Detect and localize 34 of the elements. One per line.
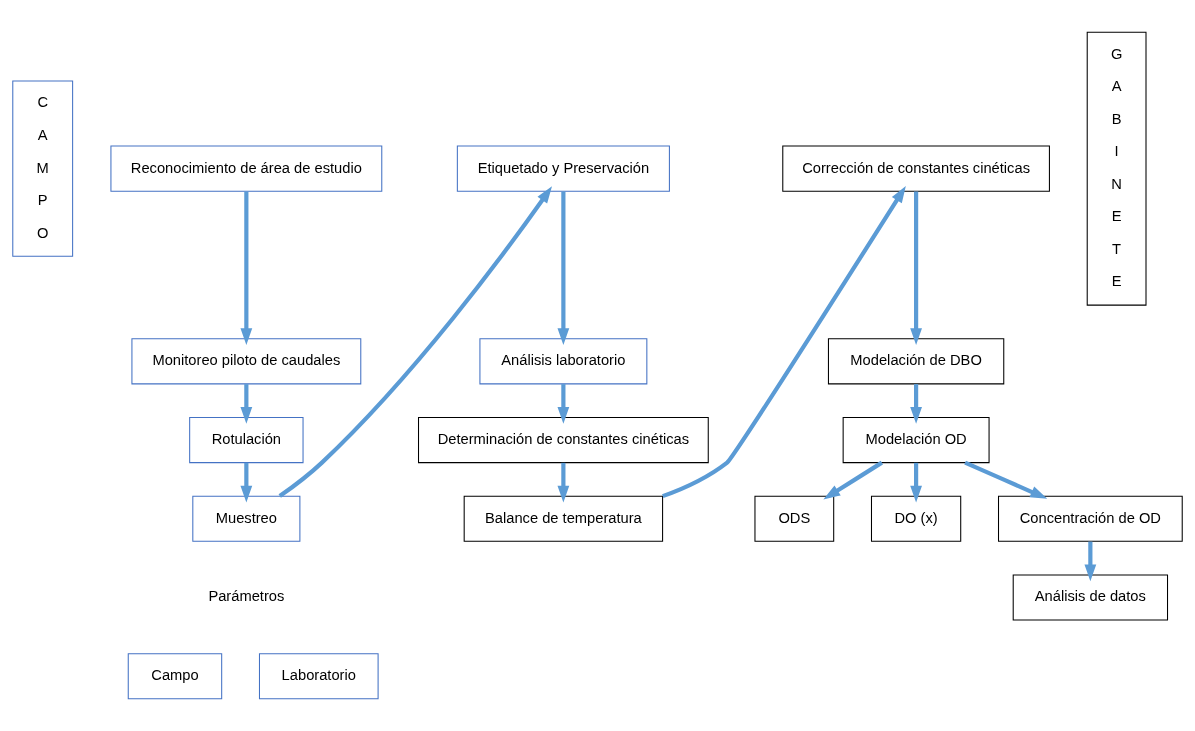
node-box: Reconocimiento de área de estudio xyxy=(110,145,383,192)
node-box: G A B I N E T E xyxy=(1086,31,1147,306)
arrow xyxy=(910,384,922,424)
arrow xyxy=(557,384,570,424)
node-box: Concentración de OD xyxy=(998,495,1183,542)
label: Parámetros xyxy=(208,588,285,605)
node-box: Modelación de DBO xyxy=(827,338,1005,385)
arrow xyxy=(240,191,253,345)
node-box: Balance de temperatura xyxy=(463,495,664,542)
node-box: C A M P O xyxy=(12,80,74,257)
node-box: Campo xyxy=(127,653,223,700)
node-box: Etiquetado y Preservación xyxy=(456,145,670,192)
node-box: Muestreo xyxy=(192,495,301,542)
arrow xyxy=(240,384,253,424)
node-box: Determinación de constantes cinéticas xyxy=(418,416,709,464)
node-box: Corrección de constantes cinéticas xyxy=(782,145,1050,192)
node-box: Análisis de datos xyxy=(1012,574,1169,621)
node-box: Monitoreo piloto de caudales xyxy=(131,338,362,385)
node-box: Modelación OD xyxy=(842,416,990,464)
arrow xyxy=(1084,541,1097,582)
node-box: Laboratorio xyxy=(258,653,379,700)
arrow xyxy=(557,191,570,345)
node-box: Rotulación xyxy=(189,416,304,464)
node-box: Análisis laboratorio xyxy=(479,338,648,385)
node-box: ODS xyxy=(754,495,835,542)
arrow xyxy=(662,185,906,499)
arrow xyxy=(823,460,883,500)
arrow xyxy=(557,462,570,503)
node-box: DO (x) xyxy=(870,495,962,542)
arrow xyxy=(910,462,922,503)
arrow xyxy=(278,186,552,498)
arrow xyxy=(910,191,922,345)
arrow xyxy=(240,462,253,503)
arrow xyxy=(964,460,1048,499)
